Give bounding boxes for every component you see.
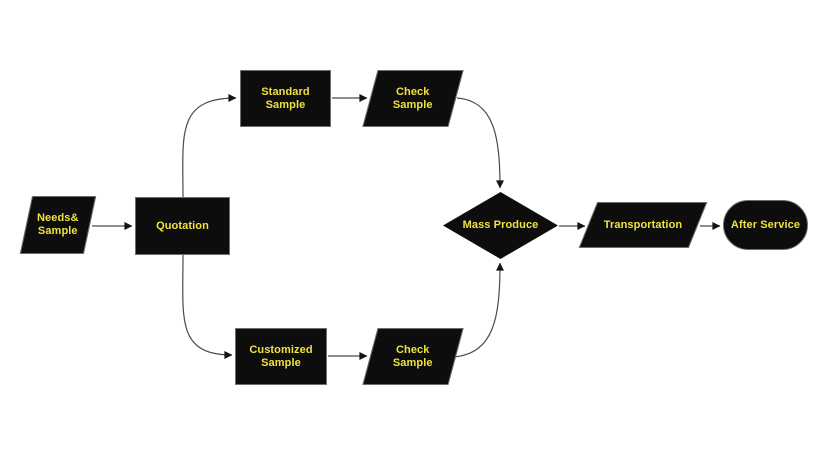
node-quotation-label: Quotation: [156, 219, 209, 232]
node-transportation: Transportation: [578, 202, 708, 248]
node-check-sample-top-label: Check Sample: [393, 85, 433, 111]
node-customized-sample-label: Customized Sample: [249, 343, 313, 369]
node-needs-sample-label: Needs& Sample: [37, 212, 79, 237]
node-transportation-label: Transportation: [603, 218, 683, 231]
node-mass-produce-label: Mass Produce: [462, 219, 539, 231]
node-quotation: Quotation: [135, 197, 230, 255]
edge-check-sample-top-to-mass-produce: [456, 97, 504, 189]
node-check-sample-bottom: Check Sample: [362, 328, 464, 385]
node-standard-sample: Standard Sample: [240, 70, 331, 127]
edge-quotation-to-customized-sample: [182, 254, 233, 359]
node-customized-sample: Customized Sample: [235, 328, 327, 385]
node-needs-sample: Needs& Sample: [19, 196, 97, 254]
node-check-sample-top: Check Sample: [362, 70, 464, 127]
node-check-sample-bottom-label: Check Sample: [393, 343, 433, 369]
node-mass-produce: Mass Produce: [443, 192, 558, 259]
node-after-service-label: After Service: [730, 218, 801, 231]
edge-check-sample-bottom-to-mass-produce: [453, 262, 504, 358]
edge-quotation-to-standard-sample: [182, 94, 237, 198]
node-after-service: After Service: [723, 200, 808, 250]
node-standard-sample-label: Standard Sample: [261, 85, 310, 111]
